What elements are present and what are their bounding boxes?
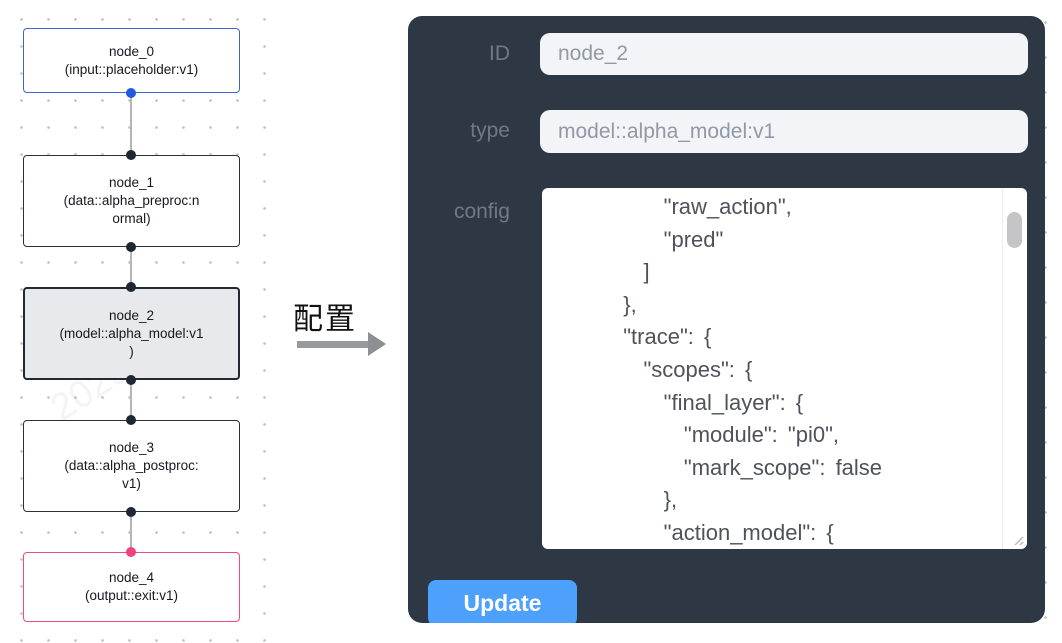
node-card-node-3[interactable]: node_3 (data::alpha_postproc: v1) xyxy=(23,420,240,512)
config-editor[interactable]: "raw_action", "pred" ] }, "trace": { "sc… xyxy=(542,188,1027,549)
edge-node3-node4[interactable] xyxy=(130,512,132,552)
type-field-label: type xyxy=(470,119,510,142)
node-type-label: (data::alpha_preproc:n ormal) xyxy=(63,193,200,226)
node-card-node-4[interactable]: node_4 (output::exit:v1) xyxy=(23,552,240,622)
id-input[interactable] xyxy=(540,33,1028,75)
output-handle-node-2[interactable] xyxy=(126,375,136,385)
right-arrow-icon xyxy=(297,341,368,348)
node-type-label: (data::alpha_postproc: v1) xyxy=(64,458,199,491)
node-id-label: node_3 xyxy=(108,440,155,455)
node-type-label: (input::placeholder:v1) xyxy=(64,61,199,77)
node-card-node-1[interactable]: node_1 (data::alpha_preproc:n ormal) xyxy=(23,155,240,247)
input-handle-node-2[interactable] xyxy=(126,282,136,292)
edge-node2-node3[interactable] xyxy=(130,380,132,420)
output-handle-node-3[interactable] xyxy=(126,507,136,517)
node-card-node-0[interactable]: node_0 (input::placeholder:v1) xyxy=(23,28,240,93)
node-id-label: node_1 xyxy=(108,175,155,190)
node-card-node-2-selected[interactable]: node_2 (model::alpha_model:v1 ) xyxy=(23,287,240,380)
config-scrollbar-thumb[interactable] xyxy=(1007,212,1022,248)
type-input[interactable] xyxy=(540,110,1028,153)
node-properties-panel: ID type config "raw_action", "pred" ] },… xyxy=(408,16,1045,623)
output-handle-node-1[interactable] xyxy=(126,242,136,252)
config-scrollbar-track[interactable] xyxy=(1002,188,1027,549)
config-json-text[interactable]: "raw_action", "pred" ] }, "trace": { "sc… xyxy=(623,194,883,545)
input-handle-node-1[interactable] xyxy=(126,150,136,160)
output-handle-node-0[interactable] xyxy=(126,88,136,98)
input-handle-node-4[interactable] xyxy=(126,547,136,557)
node-type-label: (output::exit:v1) xyxy=(84,588,179,603)
node-id-label: node_0 xyxy=(108,43,155,59)
node-id-label: node_2 xyxy=(108,307,155,323)
update-button[interactable]: Update xyxy=(428,580,577,623)
edge-node0-node1[interactable] xyxy=(130,93,132,155)
configure-arrow-label: 配置 xyxy=(293,303,357,336)
resize-grip-icon[interactable] xyxy=(1011,533,1025,547)
id-field-label: ID xyxy=(489,42,510,65)
config-field-label: config xyxy=(453,200,510,223)
input-handle-node-3[interactable] xyxy=(126,415,136,425)
edge-node1-node2[interactable] xyxy=(130,247,132,287)
node-type-label: (model::alpha_model:v1 ) xyxy=(59,325,204,359)
node-id-label: node_4 xyxy=(108,570,155,585)
right-arrow-icon-head xyxy=(368,332,386,356)
